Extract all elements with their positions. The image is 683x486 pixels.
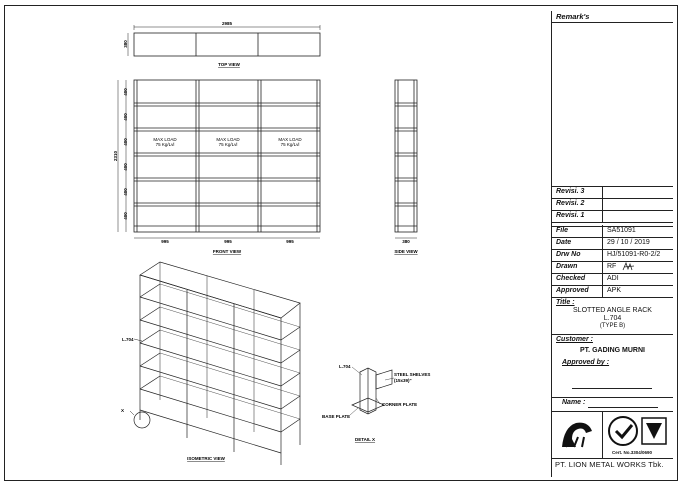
revision-3-label: Revisi. 3 — [556, 188, 585, 195]
title-line-3: (TYPE B) — [599, 323, 626, 329]
approved-label: Approved — [556, 287, 589, 294]
top-view — [127, 25, 321, 57]
approved-by-label: Approved by : — [562, 359, 610, 366]
drawn-label: Drawn — [556, 263, 578, 270]
detail-corner-label: CORNER PLATE — [382, 402, 417, 407]
title-label: Title : — [556, 299, 575, 306]
customer-label: Customer : — [556, 336, 593, 343]
company-name: PT. LION METAL WORKS Tbk. — [555, 460, 664, 469]
side-view — [394, 79, 418, 239]
drw-no-value: HJ/51091-R0-2/2 — [607, 251, 661, 258]
title-line-1: SLOTTED ANGLE RACK — [573, 307, 652, 314]
front-view — [117, 79, 321, 239]
front-spacing-2: 400 — [123, 113, 128, 121]
checked-value: ADI — [607, 275, 619, 282]
name-label: Name : — [562, 399, 586, 406]
drawn-value: RF — [607, 263, 617, 270]
detail-angle-label: L.704 — [339, 364, 351, 369]
side-depth-dim: 380 — [402, 239, 410, 244]
detail-marker: X — [121, 408, 124, 413]
detail-shelves-size: (15x39)" — [394, 378, 412, 383]
title-line-2: L.704 — [603, 315, 622, 322]
iso-part-label: L.704 — [122, 337, 134, 342]
cert-text: Cert. No.3304/0690 — [612, 450, 653, 455]
front-view-title: FRONT VIEW — [213, 249, 242, 254]
drawing-sheet — [4, 5, 678, 481]
top-depth-dim: 380 — [123, 40, 128, 48]
top-view-title: TOP VIEW — [218, 62, 241, 67]
front-spacing-3: 400 — [123, 138, 128, 146]
top-width-dim: 2985 — [222, 21, 233, 26]
file-value: SA51091 — [607, 227, 636, 234]
front-spacing-5: 400 — [123, 188, 128, 196]
load-label-3: MAX LOAD — [278, 137, 302, 142]
revision-1-label: Revisi. 1 — [556, 212, 585, 219]
front-spacing-1: 400 — [123, 88, 128, 96]
lion-logo-icon — [562, 422, 592, 448]
date-label: Date — [556, 239, 572, 246]
front-spacing-4: 400 — [123, 163, 128, 171]
isometric-view — [129, 261, 301, 465]
date-value: 29 / 10 / 2019 — [607, 239, 650, 246]
revision-2-label: Revisi. 2 — [556, 200, 585, 207]
checked-label: Checked — [556, 275, 586, 282]
load-label-1: MAX LOAD — [153, 137, 177, 142]
front-bay-width-1: 995 — [161, 239, 169, 244]
detail-shelves-label: STEEL SHELVES — [394, 372, 430, 377]
detail-x — [349, 366, 395, 416]
file-label: File — [556, 227, 569, 234]
drw-no-label: Drw No — [556, 251, 581, 258]
signature-icon — [622, 261, 635, 271]
load-value-3: 75 Kg/Lvl — [281, 142, 300, 147]
detail-title: DETAIL X — [355, 437, 375, 442]
title-block: Remark's Revisi. 3 Revisi. 2 Revisi. 1 F… — [551, 11, 673, 477]
front-spacing-6: 400 — [123, 212, 128, 220]
iso-view-title: ISOMETRIC VIEW — [187, 456, 226, 461]
load-label-2: MAX LOAD — [216, 137, 240, 142]
front-height-dim: 2310 — [113, 150, 118, 161]
detail-base-label: BASE PLATE — [322, 414, 350, 419]
approved-value: APK — [607, 287, 622, 294]
load-value-2: 75 Kg/Lvl — [219, 142, 238, 147]
side-view-title: SIDE VIEW — [394, 249, 418, 254]
iso-certification-icon — [608, 416, 667, 446]
front-bay-width-3: 995 — [286, 239, 294, 244]
remarks-label: Remark's — [556, 12, 590, 21]
front-bay-width-2: 995 — [224, 239, 232, 244]
customer-value: PT. GADING MURNI — [580, 347, 645, 354]
load-value-1: 75 Kg/Lvl — [156, 142, 175, 147]
